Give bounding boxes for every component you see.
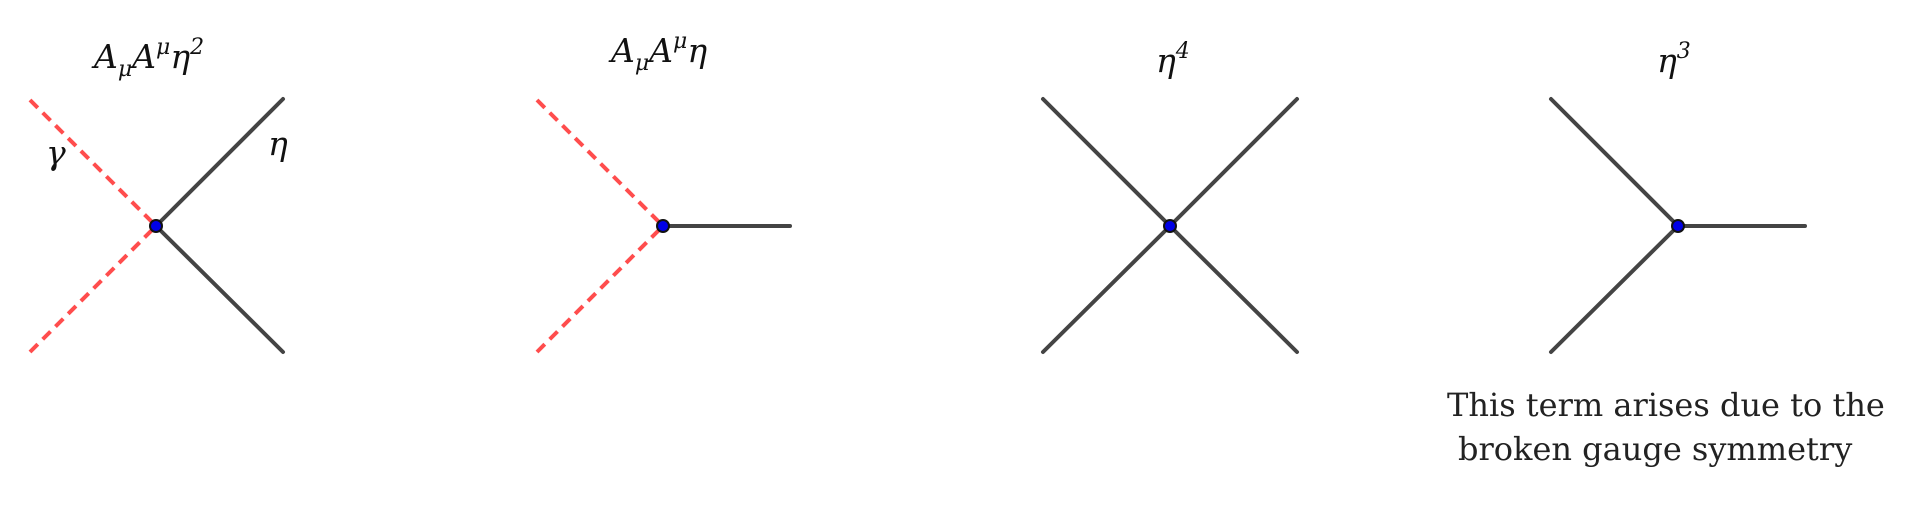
photon-line-lower — [535, 224, 665, 354]
eta-label: η — [268, 124, 288, 163]
broken-symmetry-note-line-2: broken gauge symmetry — [1458, 430, 1852, 468]
term-label-eta-four: η4 — [1156, 39, 1190, 80]
vertex-point — [656, 219, 670, 233]
photon-line-upper — [535, 98, 665, 228]
vertex-point — [1671, 219, 1685, 233]
vertex-point — [1163, 219, 1177, 233]
eta-line-upper-right — [1168, 97, 1299, 228]
vertex-diagram-eta-four: η4 — [1041, 39, 1299, 354]
eta-line-lower — [154, 224, 285, 354]
broken-symmetry-note-line-1: This term arises due to the — [1447, 386, 1885, 424]
term-label-aa-eta: AμAμη — [608, 29, 707, 76]
eta-line-upper — [154, 97, 285, 228]
term-label-aa-eta-squared: AμAμη2 — [91, 35, 204, 82]
eta-line-lower-left — [1041, 224, 1172, 354]
photon-line-upper — [28, 98, 158, 228]
vertex-diagram-aa-eta: AμAμη — [535, 29, 792, 354]
eta-line-upper-left — [1041, 97, 1172, 228]
vertex-diagram-eta-three: η3 This term arises due to the broken ga… — [1447, 39, 1885, 468]
vertex-diagram-aa-eta-squared: AμAμη2 γ η — [28, 35, 288, 354]
eta-line-lower-left — [1549, 224, 1680, 354]
eta-line-upper-left — [1549, 97, 1680, 228]
vertex-point — [149, 219, 163, 233]
photon-line-lower — [28, 224, 158, 354]
term-label-eta-three: η3 — [1657, 39, 1691, 80]
photon-label: γ — [46, 133, 66, 172]
eta-line-lower-right — [1168, 224, 1299, 354]
